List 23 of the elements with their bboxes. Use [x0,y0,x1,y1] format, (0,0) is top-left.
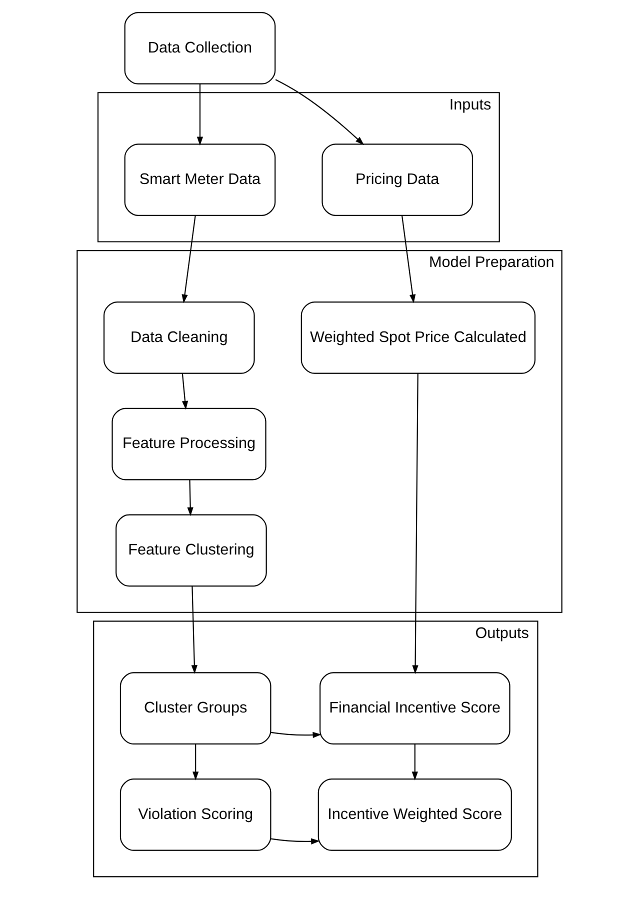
node-box: Violation Scoring [119,778,271,851]
node-box: Incentive Weighted Score [317,778,512,851]
arrow [192,744,198,780]
node-box: Cluster Groups [119,672,271,745]
arrow [411,744,418,780]
node-box: Weighted Spot Price Calculated [300,302,536,374]
arrow [400,215,416,304]
arrow [190,586,197,674]
node-box: Feature Clustering [115,514,266,587]
arrow [274,79,364,146]
arrow [412,373,418,674]
arrow [270,838,320,844]
node-box: Data Cleaning [102,302,254,374]
arrow [196,84,203,146]
arrow [186,480,193,516]
node-box: Financial Incentive Score [319,672,510,745]
arrow [181,373,188,410]
arrow [270,732,322,738]
node-box: Feature Processing [111,408,266,480]
node-box: Pricing Data [321,144,473,216]
arrow [181,215,196,304]
node-box: Data Collection [124,12,276,84]
node-box: Smart Meter Data [124,144,276,216]
